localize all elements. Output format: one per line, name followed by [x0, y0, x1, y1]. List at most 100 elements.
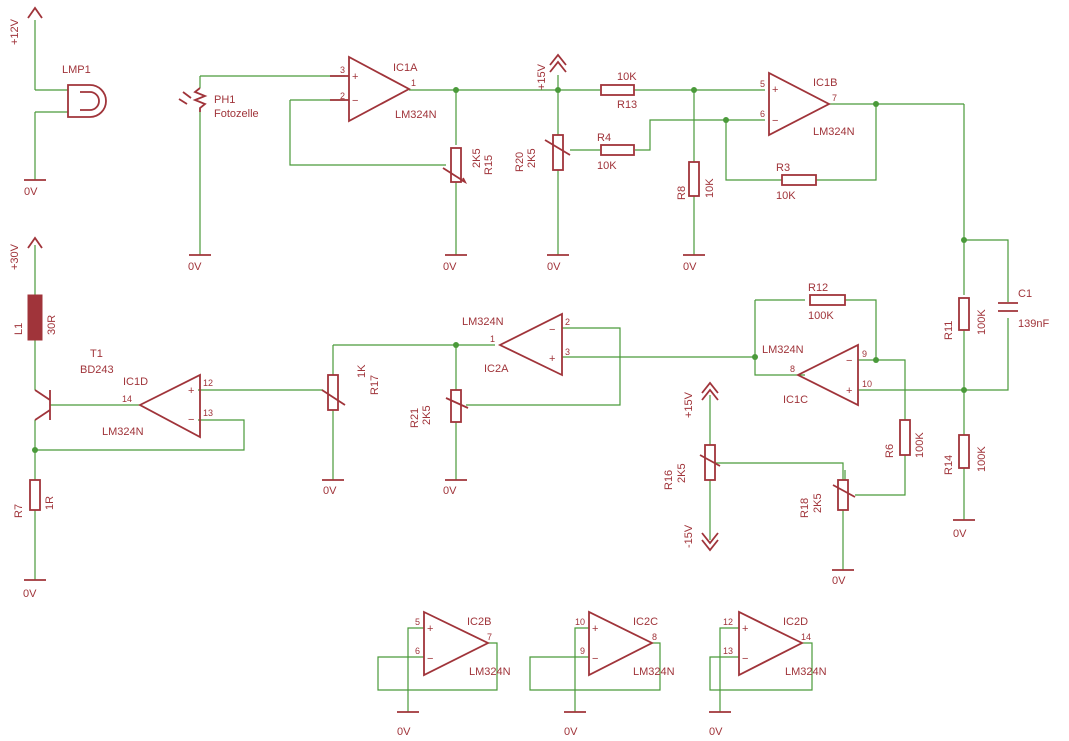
transistor-t1: [34, 389, 51, 421]
sign-ic1d-minus: −: [188, 414, 194, 426]
resistor-r7: [29, 479, 41, 511]
pin-ic2a-2: 2: [565, 317, 570, 327]
lamp-lmp1: [67, 84, 107, 118]
sign-ic2d-plus: +: [742, 623, 748, 635]
label-ic1b: IC1B: [813, 77, 837, 89]
label-r8: R8: [676, 186, 688, 200]
label-r6: R6: [884, 444, 896, 458]
pin-ic2a-3: 3: [565, 347, 570, 357]
ground-symbols: [24, 179, 975, 713]
label-lm324n-ic2b: LM324N: [469, 666, 511, 678]
label-ic2c: IC2C: [633, 616, 658, 628]
resistor-r11: [958, 297, 970, 331]
pin-labels: 3 2 1 + − 5 6 7 + − 9 10 8 − + 12 13 14 …: [122, 65, 872, 665]
resistor-r12: [809, 294, 846, 306]
label-r6-value: 100K: [914, 432, 926, 458]
label-ic1c: IC1C: [783, 394, 808, 406]
label-c1-value: 139nF: [1018, 318, 1049, 330]
sign-ic2c-minus: −: [592, 653, 598, 665]
pin-ic1d-14: 14: [122, 394, 132, 404]
opamp-ic1c: [795, 343, 859, 407]
label-lmp1: LMP1: [62, 64, 91, 76]
pin-ic2c-9: 9: [580, 646, 585, 656]
label-ic2b: IC2B: [467, 616, 491, 628]
label-gnd-6: 0V: [953, 528, 967, 540]
resistor-r8: [688, 161, 700, 197]
inductor-l1: [27, 294, 43, 341]
label-lm324n-ic1c: LM324N: [762, 344, 804, 356]
pin-ic2d-14: 14: [801, 632, 811, 642]
label-r14-value: 100K: [976, 446, 988, 472]
label-t1-value: BD243: [80, 364, 114, 376]
label-r12-value: 100K: [808, 310, 834, 322]
label-ic2a: IC2A: [484, 363, 509, 375]
label-r12: R12: [808, 282, 828, 294]
label-r4-value: 10K: [597, 160, 617, 172]
sign-ic1c-minus: −: [846, 355, 852, 367]
label-v15-top: +15V: [536, 63, 548, 90]
sign-ic1a-plus: +: [352, 71, 358, 83]
label-r14: R14: [943, 455, 955, 475]
label-lm324n-ic2d: LM324N: [785, 666, 827, 678]
sign-ic1b-plus: +: [772, 84, 778, 96]
label-r21-value: 2K5: [421, 405, 433, 425]
label-r20: R20: [514, 152, 526, 172]
label-lm324n-ic1a: LM324N: [395, 109, 437, 121]
label-lm324n-ic1b: LM324N: [813, 126, 855, 138]
label-r4: R4: [597, 132, 611, 144]
pin-ic1a-3: 3: [340, 65, 345, 75]
opamp-ic2d: [738, 610, 805, 677]
potentiometer-r15: [450, 147, 462, 183]
label-ph1-desc: Fotozelle: [214, 108, 259, 120]
label-gnd-11: 0V: [397, 726, 411, 738]
label-vm15: -15V: [683, 524, 695, 548]
label-r18: R18: [799, 498, 811, 518]
label-gnd-8: 0V: [443, 485, 457, 497]
opamp-ic1a: [330, 55, 411, 123]
label-lm324n-ic1d: LM324N: [102, 426, 144, 438]
label-r16-value: 2K5: [676, 463, 688, 483]
capacitor-c1: [998, 302, 1018, 312]
label-v15-mid: +15V: [683, 391, 695, 418]
pin-ic2b-6: 6: [415, 646, 420, 656]
label-r8-value: 10K: [704, 178, 716, 198]
label-gnd-5: 0V: [683, 261, 697, 273]
label-r17: R17: [369, 375, 381, 395]
label-r3-value: 10K: [776, 190, 796, 202]
sign-ic2c-plus: +: [592, 623, 598, 635]
label-ic1d: IC1D: [123, 376, 148, 388]
power-symbols: [27, 6, 719, 552]
label-gnd-10: 0V: [23, 588, 37, 600]
potentiometer-r17: [327, 374, 339, 411]
opamp-ic2b: [423, 610, 491, 677]
sign-ic2b-plus: +: [427, 623, 433, 635]
label-r11: R11: [943, 321, 955, 340]
resistors: [29, 84, 970, 511]
pin-ic1c-10: 10: [862, 379, 872, 389]
pin-ic2c-8: 8: [652, 632, 657, 642]
sign-ic2b-minus: −: [427, 653, 433, 665]
label-r11-value: 100K: [976, 309, 988, 335]
label-ic1a: IC1A: [393, 62, 418, 74]
label-r13: R13: [617, 99, 637, 111]
junctions: [32, 87, 967, 453]
resistor-r4: [600, 144, 635, 156]
opamp-ic1b: [768, 71, 831, 137]
pin-ic1a-2: 2: [340, 91, 345, 101]
label-v12: +12V: [9, 18, 21, 45]
label-r18-value: 2K5: [812, 493, 824, 513]
sign-ic1d-plus: +: [188, 385, 194, 397]
wires: [34, 20, 1009, 712]
pin-ic1d-13: 13: [203, 408, 213, 418]
label-c1: C1: [1018, 288, 1032, 300]
pin-ic1b-6: 6: [760, 109, 765, 119]
label-ph1: PH1: [214, 94, 235, 106]
sign-ic1a-minus: −: [352, 95, 358, 107]
label-gnd-13: 0V: [709, 726, 723, 738]
sign-ic2a-plus: +: [549, 353, 555, 365]
pin-ic1b-7: 7: [832, 93, 837, 103]
potentiometer-r21: [450, 389, 462, 423]
sign-ic2a-minus: −: [549, 324, 555, 336]
label-gnd-12: 0V: [564, 726, 578, 738]
